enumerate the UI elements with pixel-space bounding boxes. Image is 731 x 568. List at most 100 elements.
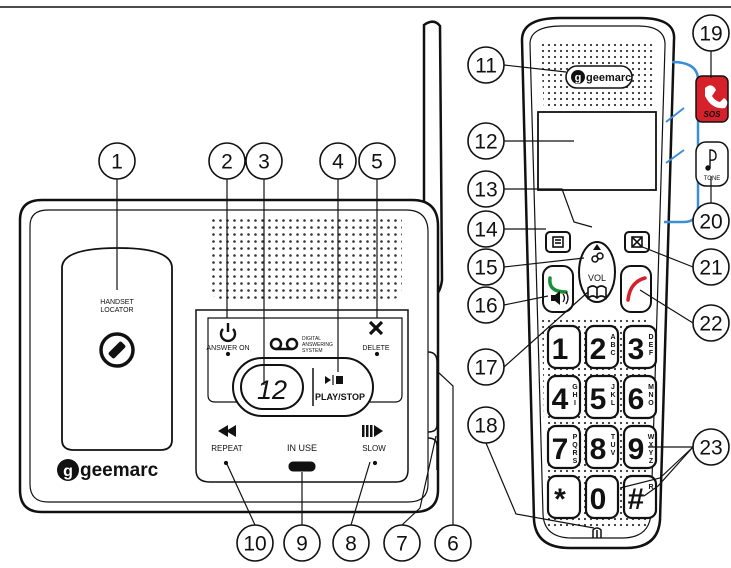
callout-1: 1	[99, 143, 135, 179]
key-digit: *	[554, 483, 566, 516]
svg-text:g: g	[575, 72, 582, 84]
key-digit: #	[628, 483, 645, 516]
play-stop-label: PLAY/STOP	[315, 392, 365, 402]
callout-number: 16	[474, 295, 497, 318]
callout-11: 11	[468, 47, 504, 83]
callout-number: 9	[296, 533, 308, 556]
message-counter: 12	[257, 375, 287, 405]
callout-number: 15	[474, 257, 497, 280]
callout-number: 8	[345, 533, 357, 556]
base-brand: geemarc	[80, 460, 159, 481]
handset-logo: g	[571, 70, 585, 84]
key-digit: 1	[552, 333, 569, 366]
end-key[interactable]	[621, 266, 651, 312]
callout-18: 18	[468, 407, 504, 443]
callout-number: 3	[258, 151, 270, 174]
callout-5: 5	[359, 143, 395, 179]
answer-on-label: ANSWER ON	[206, 345, 249, 352]
callout-number: 23	[699, 437, 722, 460]
callout-number: 11	[475, 55, 497, 78]
base-station	[20, 22, 442, 512]
callout-number: 6	[447, 533, 459, 556]
base-speaker-grille	[210, 215, 402, 300]
callout-15: 15	[468, 249, 504, 285]
key-0[interactable]: 0	[586, 476, 618, 518]
key-digit: 2	[590, 333, 607, 366]
callout-13: 13	[468, 171, 504, 207]
callout-21: 21	[693, 249, 729, 285]
callout-6: 6	[435, 525, 471, 561]
base-logo: g	[57, 459, 79, 481]
key-digit: 7	[552, 433, 569, 466]
key-digit: 5	[590, 383, 607, 416]
callout-16: 16	[468, 287, 504, 323]
callout-19: 19	[693, 15, 729, 51]
in-use-led	[289, 462, 315, 471]
delete-label: DELETE	[362, 345, 390, 352]
key-star[interactable]: *	[548, 476, 580, 518]
svg-text:g: g	[63, 463, 73, 480]
callout-number: 19	[699, 23, 722, 46]
callout-3: 3	[246, 143, 282, 179]
key-digit: 0	[590, 483, 607, 516]
key-letters: MNO	[648, 384, 654, 407]
callout-number: 18	[474, 415, 497, 438]
callout-14: 14	[468, 211, 504, 247]
callout-10: 10	[237, 525, 273, 561]
callout-12: 12	[468, 123, 504, 159]
callout-23: 23	[693, 429, 729, 465]
callout-number: 2	[221, 151, 233, 174]
callout-number: 1	[111, 151, 123, 174]
locator-label-line1: HANDSET	[100, 299, 134, 306]
key-hash[interactable]: #R	[624, 476, 656, 518]
callout-7: 7	[384, 525, 420, 561]
callout-number: 20	[699, 211, 722, 234]
callout-2: 2	[209, 143, 245, 179]
vol-label: VOL	[588, 273, 606, 283]
key-digit: 3	[628, 333, 645, 366]
callout-22: 22	[693, 305, 729, 341]
callout-number: 7	[396, 533, 408, 556]
handset-brand: geemarc	[586, 72, 631, 84]
key-1[interactable]: 1	[548, 326, 580, 368]
callout-20: 20	[693, 203, 729, 239]
callout-9: 9	[284, 525, 320, 561]
callout-number: 10	[243, 533, 266, 556]
key-digit: 4	[552, 383, 569, 416]
in-use-label: IN USE	[287, 443, 317, 453]
menu-key[interactable]	[546, 232, 570, 252]
callout-number: 17	[474, 357, 497, 380]
key-digit: 6	[628, 383, 645, 416]
slow-label: SLOW	[362, 444, 386, 453]
callout-number: 22	[699, 313, 722, 336]
sos-label: SOS	[704, 110, 722, 119]
callout-number: 14	[474, 219, 498, 242]
locator-label-line2: LOCATOR	[100, 307, 133, 314]
callout-number: 4	[332, 151, 344, 174]
callout-17: 17	[468, 349, 504, 385]
talk-key[interactable]	[543, 266, 573, 312]
key-digit: 8	[590, 433, 607, 466]
repeat-label: REPEAT	[211, 444, 243, 453]
callout-number: 5	[371, 151, 383, 174]
callout-number: 13	[474, 179, 497, 202]
callout-number: 21	[699, 257, 722, 280]
tone-label: TONE	[704, 176, 721, 182]
callout-8: 8	[333, 525, 369, 561]
callout-4: 4	[320, 143, 356, 179]
callout-number: 12	[474, 131, 497, 154]
handset-screen	[538, 112, 656, 190]
key-digit: 9	[628, 433, 645, 466]
digital-label-line3: SYSTEM	[302, 348, 323, 354]
